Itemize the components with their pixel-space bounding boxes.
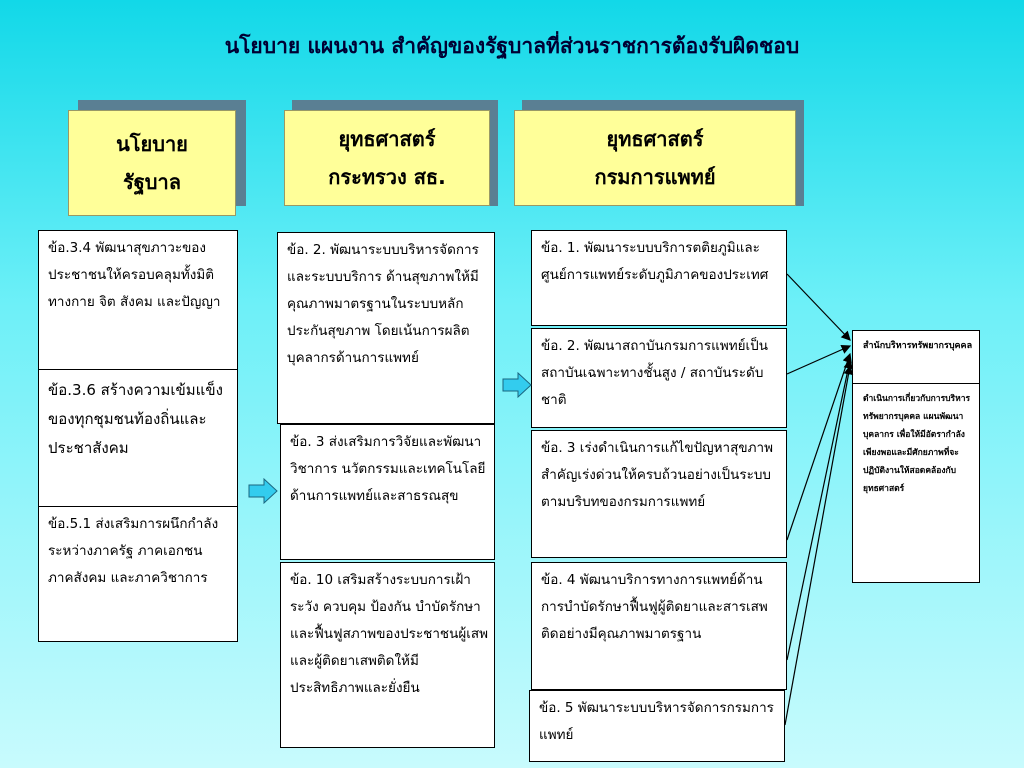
- hr-office-description: ดำเนินการเกี่ยวกับการบริหารทรัพยากรบุคคล…: [852, 383, 980, 583]
- arrow-right-icon: [248, 478, 278, 504]
- header-ministry: ยุทธศาสตร์ กระทรวง สธ.: [284, 110, 490, 206]
- page-title: นโยบาย แผนงาน สำคัญของรัฐบาลที่ส่วนราชกา…: [224, 33, 800, 58]
- policy-item-2: ข้อ.3.6 สร้างความเข้มแข็งของทุกชุมชนท้อง…: [38, 369, 238, 507]
- header-policy-line1: นโยบาย: [116, 132, 188, 156]
- ministry-item-2: ข้อ. 3 ส่งเสริมการวิจัยและพัฒนาวิชาการ น…: [280, 424, 495, 560]
- header-ministry-line1: ยุทธศาสตร์: [338, 127, 436, 151]
- header-policy-line2: รัฐบาล: [123, 170, 181, 194]
- department-item-4: ข้อ. 4 พัฒนาบริการทางการแพทย์ด้านการบำบั…: [531, 562, 787, 690]
- header-department-line1: ยุทธศาสตร์: [606, 127, 704, 151]
- ministry-item-1: ข้อ. 2. พัฒนาระบบบริหารจัดการ และระบบบริ…: [277, 232, 495, 424]
- policy-item-3: ข้อ.5.1 ส่งเสริมการผนึกกำลังระหว่างภาครั…: [38, 506, 238, 642]
- department-item-3: ข้อ. 3 เร่งดำเนินการแก้ไขปัญหาสุขภาพสำคั…: [531, 430, 787, 558]
- header-department-line2: กรมการแพทย์: [594, 165, 716, 189]
- department-item-1: ข้อ. 1. พัฒนาระบบบริการตติยภูมิและศูนย์ก…: [531, 230, 787, 326]
- department-item-5: ข้อ. 5 พัฒนาระบบบริหารจัดการกรมการแพทย์: [529, 690, 785, 762]
- ministry-item-3: ข้อ. 10 เสริมสร้างระบบการเฝ้าระวัง ควบคุ…: [280, 562, 495, 748]
- header-policy: นโยบาย รัฐบาล: [68, 110, 236, 216]
- department-item-2: ข้อ. 2. พัฒนาสถาบันกรมการแพทย์เป็นสถาบัน…: [531, 328, 787, 428]
- header-department: ยุทธศาสตร์ กรมการแพทย์: [514, 110, 796, 206]
- hr-office-name: สำนักบริหารทรัพยากรบุคคล: [852, 330, 980, 384]
- arrow-right-icon: [502, 372, 532, 398]
- header-ministry-line2: กระทรวง สธ.: [328, 165, 446, 189]
